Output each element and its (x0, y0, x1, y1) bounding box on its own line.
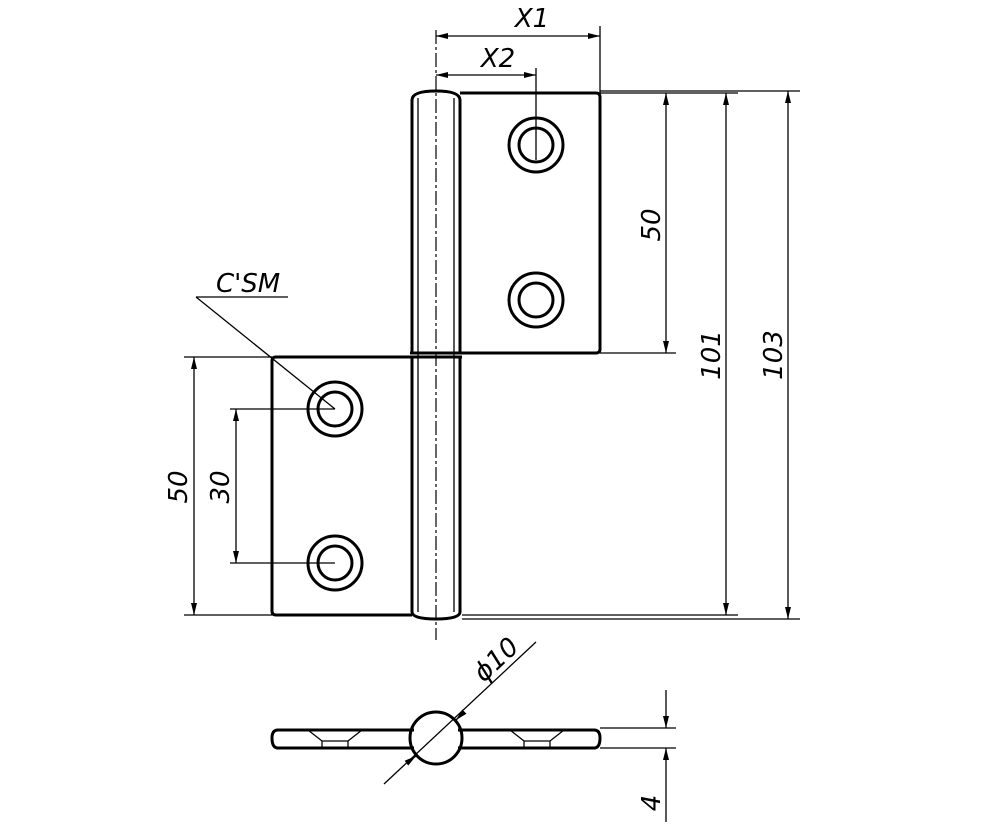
phi10-label: ϕ10 (468, 632, 525, 688)
hole-centerlines (230, 68, 537, 564)
dim-103-label: 103 (759, 330, 789, 380)
csm-label: C'SM (216, 269, 280, 299)
dim-50-upper-label: 50 (637, 208, 667, 241)
upper-leaf (460, 91, 602, 355)
dim-x2: X2 (436, 44, 536, 78)
dim-4-label: 4 (637, 795, 667, 812)
x2-label: X2 (479, 44, 515, 74)
dim-left: 50 30 (164, 356, 272, 616)
dim-50-lower-label: 50 (164, 470, 194, 503)
hinge-knuckle (410, 30, 462, 640)
x1-label: X1 (513, 4, 549, 34)
dim-101-label: 101 (697, 330, 727, 380)
lower-leaf (270, 355, 412, 617)
dim-right: 50 101 103 (462, 90, 800, 620)
dim-30-label: 30 (206, 470, 236, 503)
section-view (270, 710, 602, 766)
dim-x1: X1 (436, 4, 601, 93)
csm-callout: C'SM (195, 269, 336, 410)
dim-phi10: ϕ10 (383, 632, 537, 785)
dim-thickness: 4 (600, 690, 676, 822)
